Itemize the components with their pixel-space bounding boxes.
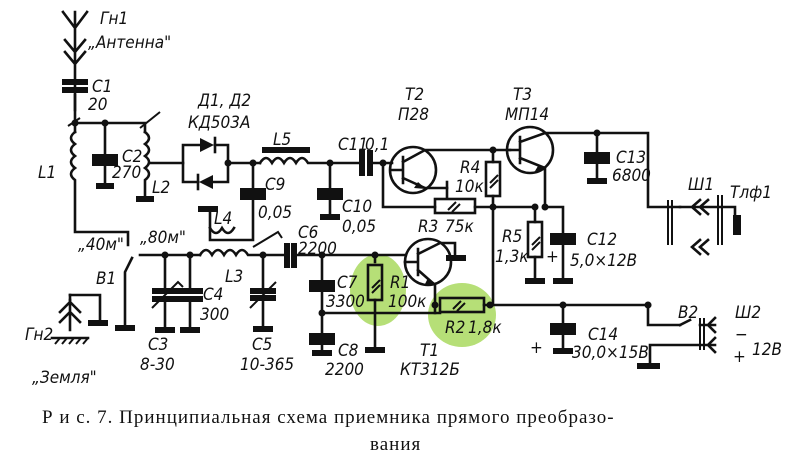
label-r4-value: 10к — [455, 177, 484, 197]
label-sh2: Ш2 — [735, 303, 761, 323]
label-diode-type: КД503А — [188, 113, 250, 133]
label-r2: R2 — [445, 318, 465, 338]
transistor-t3 — [505, 125, 682, 211]
label-c8: C8 — [338, 341, 359, 361]
label-r5-value: 1,3к — [495, 247, 529, 267]
label-c10-value: 0,05 — [342, 217, 376, 237]
label-c14-value: 30,0×15В — [572, 343, 649, 363]
band-circuit — [68, 230, 407, 333]
label-c5: C5 — [252, 335, 272, 355]
label-r4: R4 — [460, 158, 480, 178]
label-r5: R5 — [502, 227, 522, 247]
label-ground: „Земля" — [32, 368, 97, 388]
caption-line-1: Р и с. 7. Принципиальная схема приемника… — [42, 407, 615, 428]
resistors-r3-r4 — [433, 146, 512, 307]
mixer-filter — [198, 147, 537, 242]
label-c10: C10 — [342, 197, 372, 217]
label-c11-value: 0,1 — [365, 135, 389, 155]
label-tlf1: Тлф1 — [730, 183, 772, 203]
label-c13: C13 — [616, 148, 646, 168]
label-t3-type: МП14 — [505, 105, 549, 125]
label-l1: L1 — [38, 163, 56, 183]
label-plus: + — [733, 347, 746, 367]
label-c1-value: 20 — [88, 95, 107, 115]
label-c6: C6 — [298, 223, 319, 243]
label-c2: C2 — [122, 147, 142, 167]
label-r3: R3 — [418, 217, 438, 237]
label-sh1: Ш1 — [688, 175, 714, 195]
label-c8-value: 2200 — [325, 360, 364, 380]
caption-line-2: вания — [370, 434, 421, 455]
label-c13-value: 6800 — [612, 166, 651, 186]
label-t1: T1 — [420, 341, 439, 361]
antenna-symbol — [61, 10, 89, 112]
label-c4-value: 300 — [200, 305, 229, 325]
label-c12: C12 — [587, 230, 617, 250]
label-t3: T3 — [513, 85, 532, 105]
label-t2-type: П28 — [398, 105, 429, 125]
label-c6-value: 2200 — [298, 239, 337, 259]
label-c9-value: 0,05 — [258, 203, 292, 223]
highlight-r1 — [350, 254, 406, 326]
label-antenna: „Антенна" — [88, 33, 171, 53]
label-c7-value: 3300 — [326, 292, 365, 312]
label-l3: L3 — [225, 267, 243, 287]
label-b2: B2 — [678, 303, 698, 323]
label-c14-plus: + — [530, 338, 543, 358]
label-c3-value: 8-30 — [140, 355, 175, 375]
label-t2: T2 — [405, 85, 424, 105]
headphone-jack — [667, 195, 741, 256]
label-r3-value: 75к — [445, 217, 474, 237]
emitter-network — [525, 205, 576, 284]
label-c3: C3 — [148, 335, 168, 355]
label-c5-value: 10-365 — [240, 355, 294, 375]
label-c12-plus: + — [546, 247, 559, 267]
label-r1: R1 — [390, 273, 410, 293]
label-band-80m: „80м" — [140, 228, 186, 248]
label-band-40m: „40м" — [78, 235, 124, 255]
label-c2-value: 270 — [112, 163, 141, 183]
label-gn1: Гн1 — [100, 9, 128, 29]
label-r2-value: 1,8к — [468, 318, 502, 338]
t1-stage — [309, 237, 682, 356]
label-gn2: Гн2 — [25, 325, 53, 345]
label-diodes: Д1, Д2 — [197, 91, 251, 111]
input-tank — [67, 93, 185, 247]
diode-pair — [181, 136, 262, 191]
transistor-t2 — [388, 145, 495, 195]
label-l4: L4 — [214, 209, 232, 229]
label-c7: C7 — [337, 273, 358, 293]
label-c11: C11 — [338, 135, 368, 155]
power-jack — [637, 316, 717, 369]
label-supply-voltage: 12В — [752, 340, 782, 360]
label-c14: C14 — [588, 325, 618, 345]
label-c4: C4 — [203, 285, 223, 305]
label-r1-value: 100к — [388, 292, 427, 312]
label-c12-value: 5,0×12В — [570, 251, 637, 271]
label-t1-type: КТ312Б — [400, 360, 460, 380]
label-c9: C9 — [265, 175, 285, 195]
label-l5: L5 — [273, 130, 291, 150]
label-l2: L2 — [152, 178, 170, 198]
ground-jack — [50, 298, 90, 345]
label-c1: C1 — [92, 77, 112, 97]
label-b1: B1 — [96, 269, 116, 289]
label-minus: − — [735, 325, 748, 345]
